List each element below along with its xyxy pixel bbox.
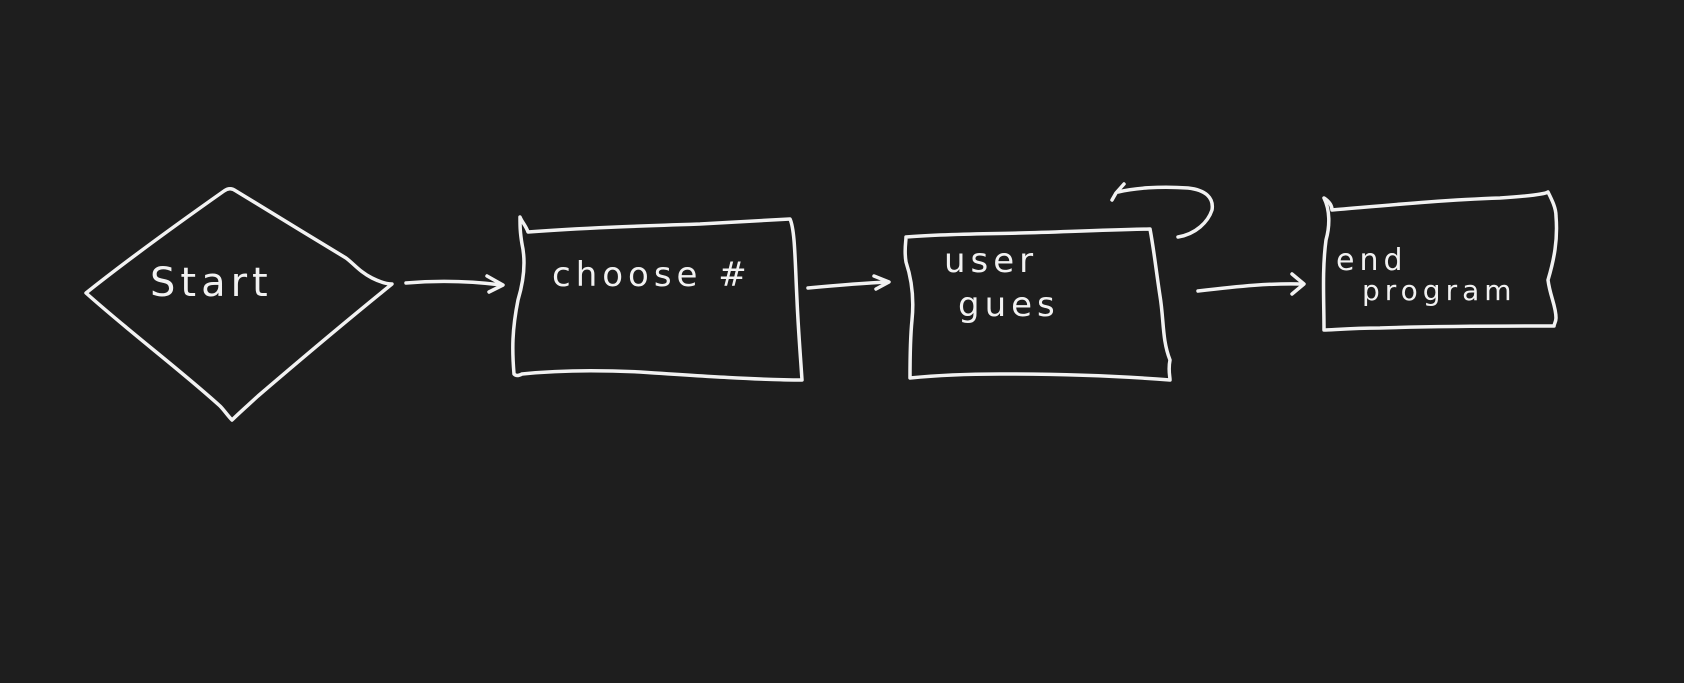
guess-node: user gues [903, 227, 1172, 382]
guess-label-line2: gues [958, 285, 1060, 325]
arrow-head [485, 274, 505, 294]
arrow-line [404, 279, 504, 287]
arrow-line [1196, 282, 1304, 293]
guess-label-line1: user [944, 241, 1038, 281]
end-node: end program [1321, 190, 1559, 332]
end-rectangle-shape [1321, 190, 1559, 332]
choose-node: choose # [511, 215, 804, 382]
end-label-line1: end [1336, 243, 1408, 278]
edge-guess-to-end [1196, 272, 1306, 296]
start-label: Start [150, 260, 273, 306]
arrow-head [1290, 272, 1306, 296]
edge-guess-self-loop [1110, 182, 1215, 239]
end-label-line2: program [1362, 274, 1517, 307]
loop-curve [1116, 185, 1215, 239]
loop-arrow-head [1110, 182, 1126, 202]
choose-rectangle-shape [511, 215, 804, 382]
arrow-line [806, 280, 890, 290]
start-node: Start [84, 187, 394, 422]
choose-label: choose # [552, 255, 752, 295]
guess-rectangle-shape [903, 227, 1172, 382]
edge-start-to-choose [404, 274, 505, 294]
arrow-head [872, 274, 891, 291]
start-diamond-shape [84, 187, 394, 422]
edge-choose-to-guess [806, 274, 891, 291]
